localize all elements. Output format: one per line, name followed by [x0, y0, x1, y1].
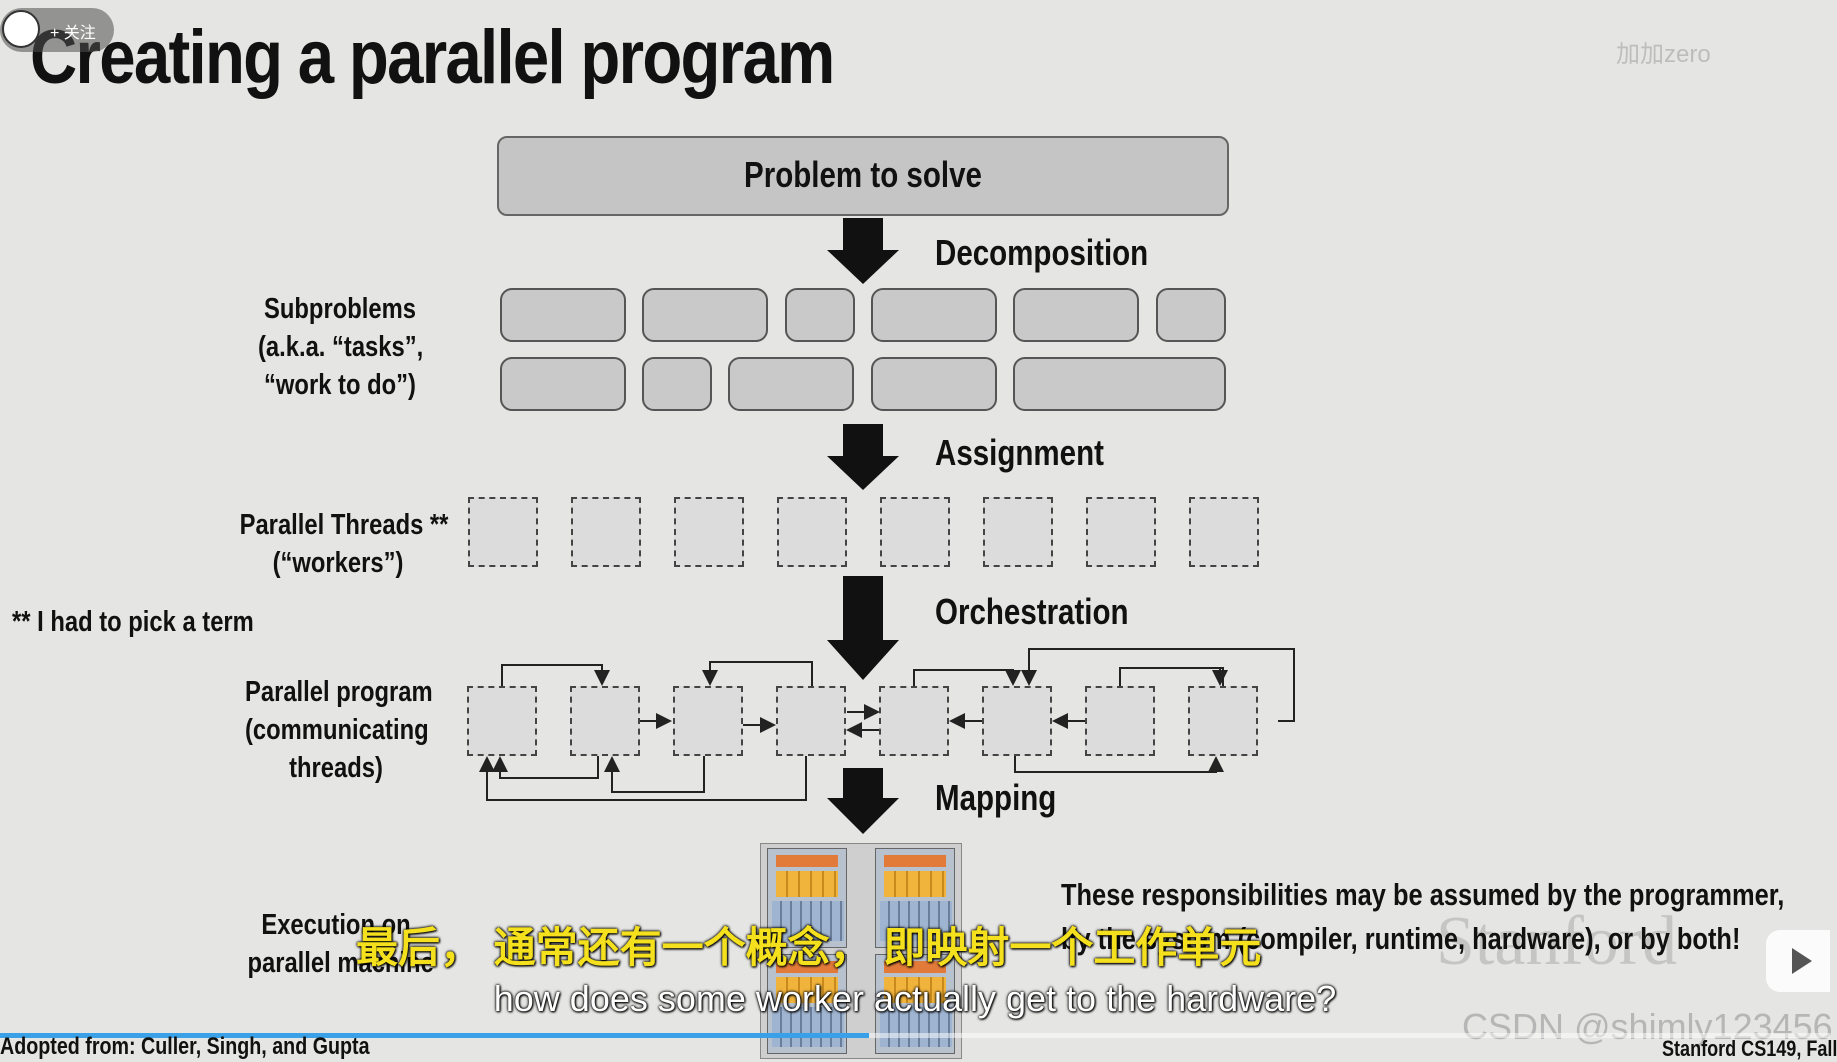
thread-box	[880, 497, 950, 567]
subtitle-english: how does some worker actually get to the…	[493, 978, 1337, 1019]
avatar[interactable]	[2, 10, 40, 48]
thread-box	[1189, 497, 1259, 567]
step-decomposition: Decomposition	[935, 232, 1149, 273]
step-assignment: Assignment	[935, 432, 1104, 473]
task-box	[500, 357, 626, 411]
responsibilities-note: These responsibilities may be assumed by…	[1061, 877, 1785, 956]
arrow-down-icon	[827, 424, 899, 490]
task-box	[642, 288, 768, 342]
arrow-down-icon	[827, 768, 899, 834]
step-mapping: Mapping	[935, 777, 1057, 818]
task-box	[1013, 288, 1139, 342]
thread-box	[983, 497, 1053, 567]
thread-box	[1086, 497, 1156, 567]
program-thread-box	[1085, 686, 1155, 756]
attribution: Adopted from: Culler, Singh, and Gupta	[0, 1033, 370, 1060]
program-thread-box	[879, 686, 949, 756]
task-box	[728, 357, 854, 411]
task-box	[871, 288, 997, 342]
processor-chip	[767, 848, 847, 948]
progress-bar[interactable]	[0, 1033, 1830, 1038]
program-thread-box	[673, 686, 743, 756]
term-note: ** I had to pick a term	[12, 606, 254, 638]
task-box	[1156, 288, 1226, 342]
follow-label[interactable]: + 关注	[50, 25, 96, 42]
thread-box	[777, 497, 847, 567]
program-thread-box	[1188, 686, 1258, 756]
play-icon	[1792, 948, 1812, 974]
problem-label: Problem to solve	[744, 154, 982, 195]
processor-chip	[875, 848, 955, 948]
slide-title: Creating a parallel program	[30, 15, 835, 100]
task-box	[871, 357, 997, 411]
subproblems-label: Subproblems (a.k.a. “tasks”, “work to do…	[258, 293, 424, 401]
thread-box	[468, 497, 538, 567]
program-thread-box	[982, 686, 1052, 756]
parallel-machine	[760, 843, 962, 1059]
arrow-down-icon	[827, 218, 899, 284]
task-box	[785, 288, 855, 342]
subtitle-chinese: 最后， 通常还有一个概念， 即映射一个工作单元	[356, 924, 1262, 971]
task-box	[1013, 357, 1226, 411]
stanford-watermark: Stanford	[1436, 903, 1678, 980]
channel-watermark: 加加zero	[1616, 41, 1711, 68]
problem-box	[497, 136, 1229, 216]
program-label: Parallel program (communicating threads)	[244, 676, 433, 784]
course-label: Stanford CS149, Fall	[1662, 1036, 1837, 1061]
task-box	[500, 288, 626, 342]
program-thread-box	[467, 686, 537, 756]
program-thread-box	[570, 686, 640, 756]
program-thread-box	[776, 686, 846, 756]
task-box	[642, 357, 712, 411]
machine-label: Execution on parallel machine	[247, 909, 434, 979]
progress-fill	[0, 1033, 870, 1038]
thread-box	[571, 497, 641, 567]
thread-box	[674, 497, 744, 567]
arrow-down-icon	[827, 576, 899, 680]
play-button[interactable]	[1766, 930, 1830, 992]
step-orchestration: Orchestration	[935, 591, 1129, 632]
threads-label: Parallel Threads ** (“workers”)	[239, 509, 449, 579]
csdn-watermark: CSDN @shimly123456	[1462, 1006, 1833, 1047]
